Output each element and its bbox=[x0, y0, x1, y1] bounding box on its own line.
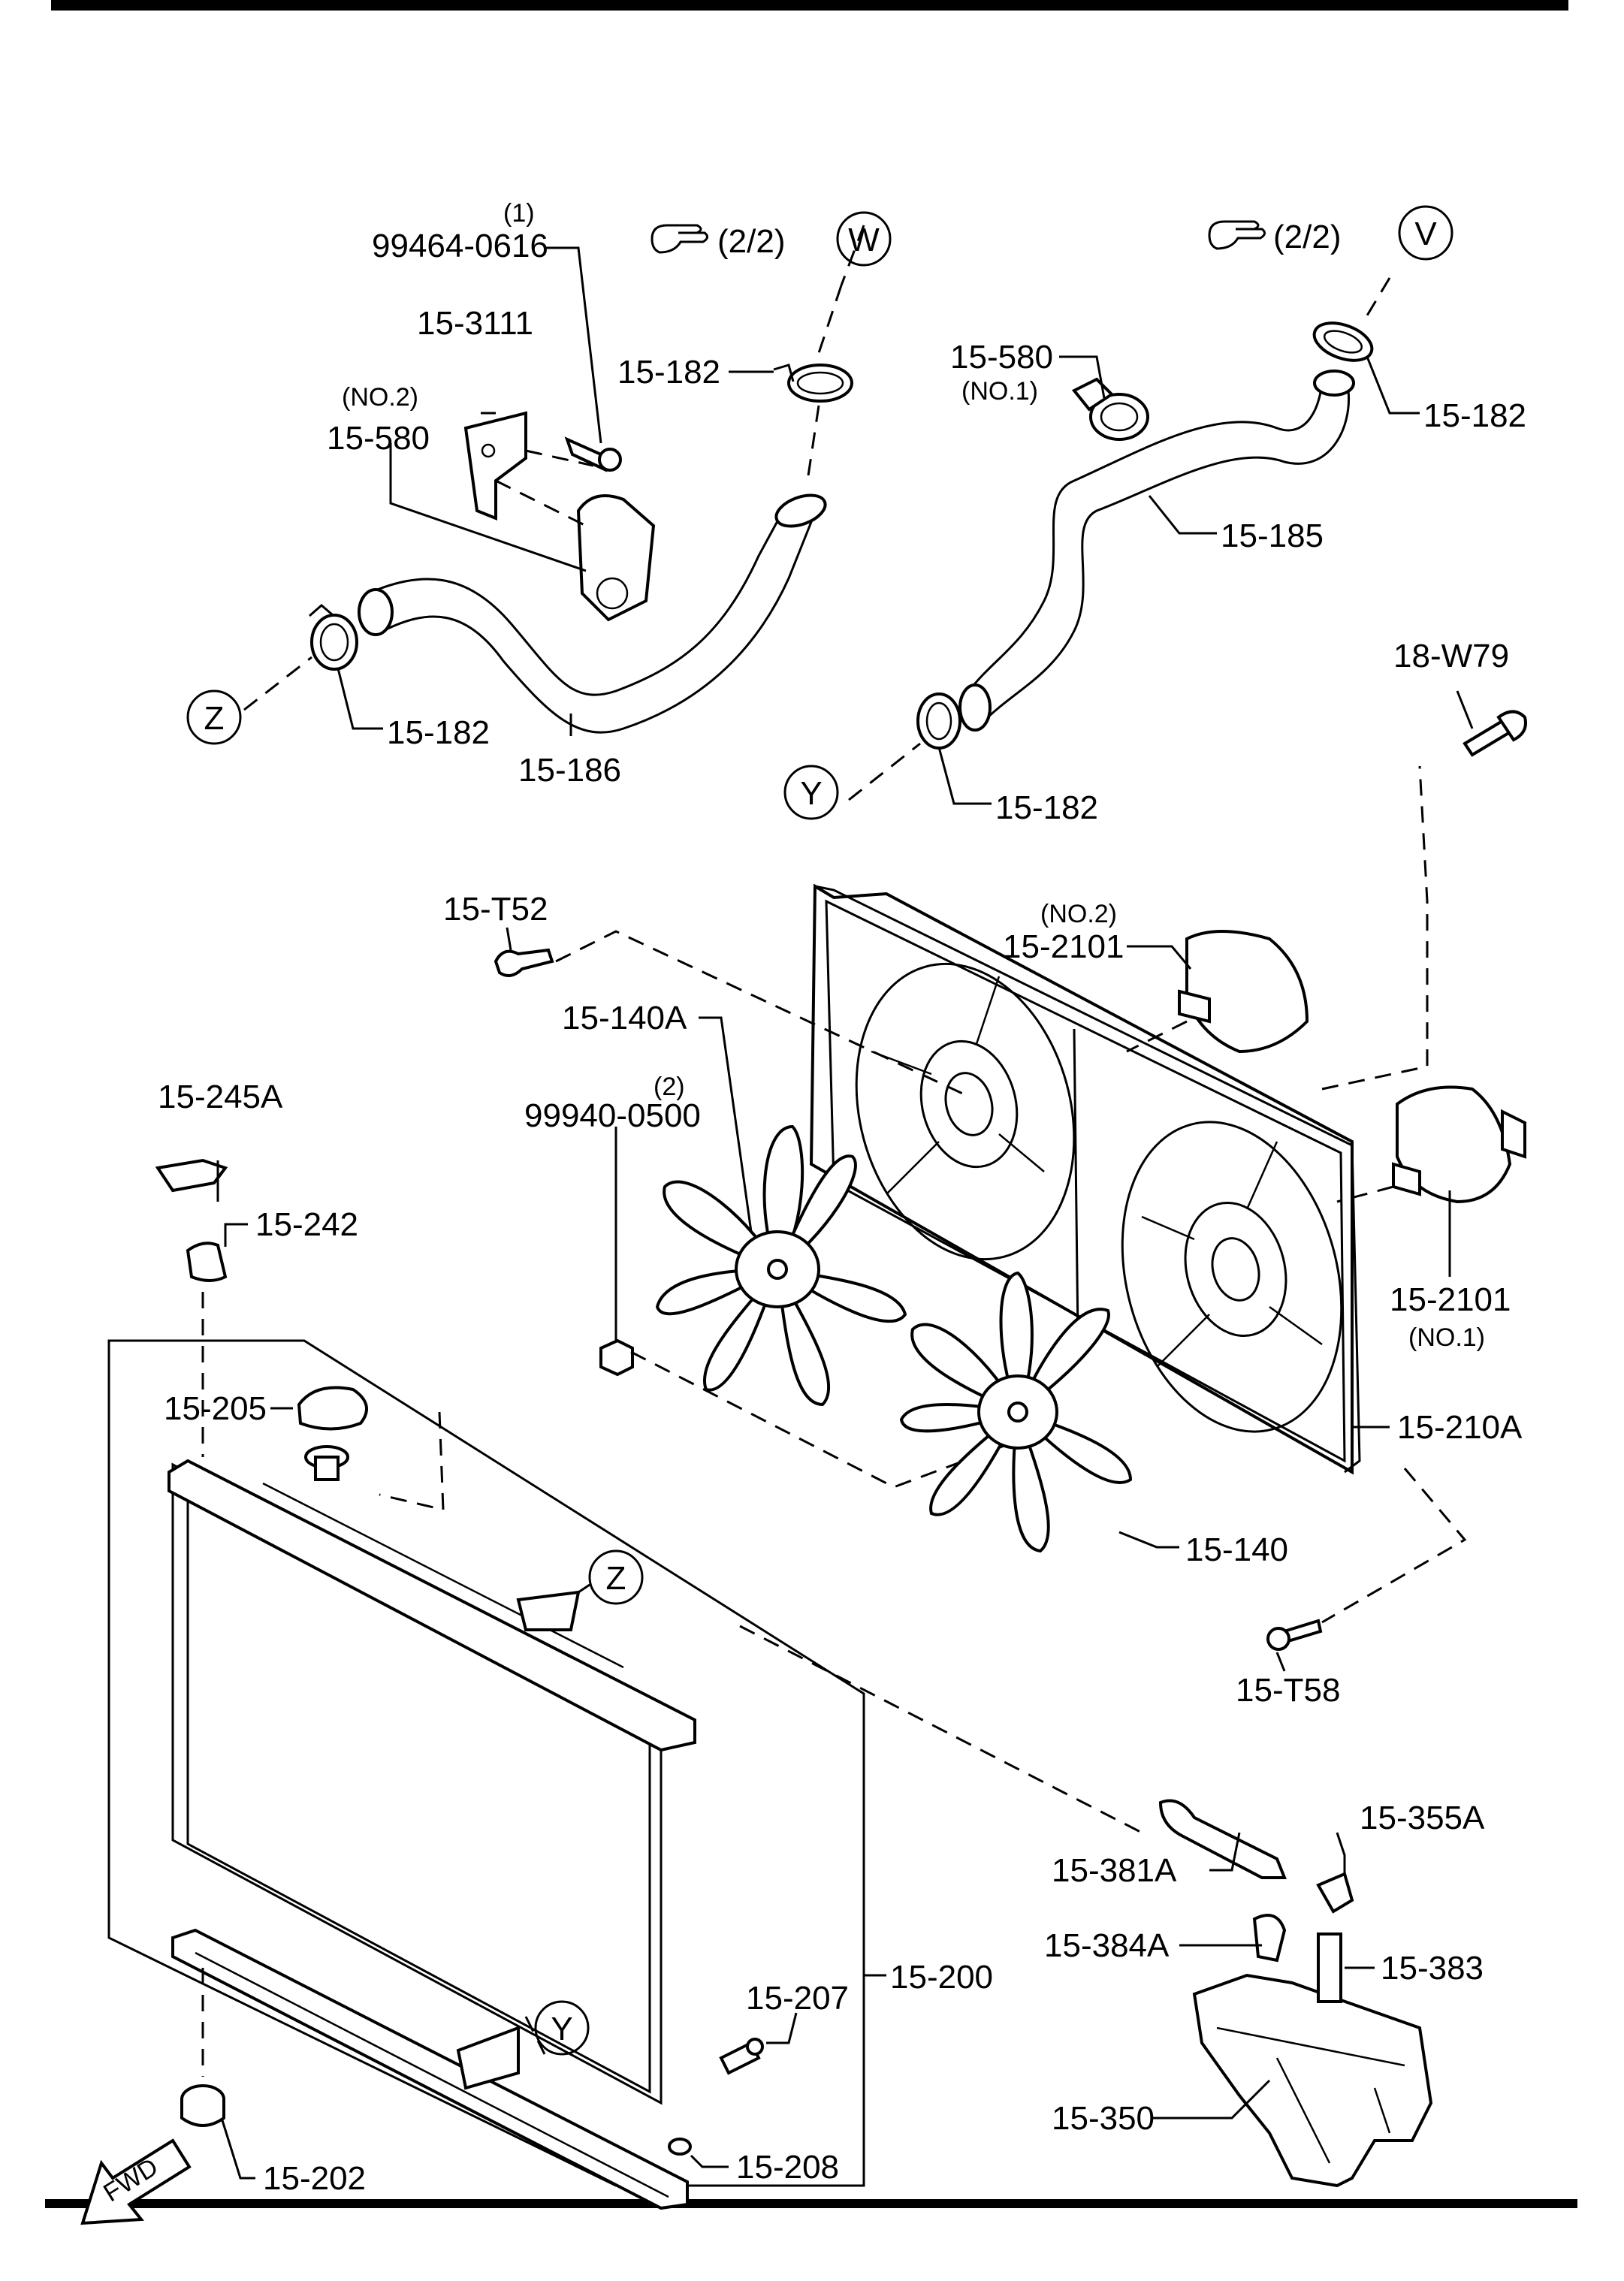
label-15-242: 15-242 bbox=[255, 1206, 358, 1243]
label-99464-0616: 99464-0616 bbox=[372, 228, 548, 264]
label-15-384a: 15-384A bbox=[1044, 1927, 1170, 1964]
label-15-182-v: 15-182 bbox=[1423, 397, 1526, 434]
label-15-208: 15-208 bbox=[736, 2149, 839, 2186]
callout-y-radiator: Y bbox=[534, 2000, 590, 2056]
callout-z-top: Z bbox=[186, 689, 242, 745]
callout-z-letter: Z bbox=[204, 700, 225, 737]
label-15-3111: 15-3111 bbox=[417, 305, 533, 342]
fan-blades bbox=[655, 1124, 1133, 1553]
pointing-hand-icon bbox=[651, 224, 708, 254]
label-18-w79: 18-W79 bbox=[1393, 638, 1509, 674]
fan-15-140a bbox=[655, 1124, 907, 1407]
fwd-arrow-icon: FWD bbox=[80, 2138, 192, 2225]
label-15-t58: 15-T58 bbox=[1236, 1672, 1340, 1709]
ref-text-w: (2/2) bbox=[717, 223, 785, 260]
label-15-350: 15-350 bbox=[1052, 2100, 1155, 2137]
pointing-hand-icon bbox=[1208, 220, 1266, 250]
fan-shroud-group bbox=[494, 710, 1527, 1651]
callout-v: V bbox=[1398, 205, 1453, 261]
label-99940-0500: 99940-0500 bbox=[524, 1097, 701, 1134]
label-15-381a: 15-381A bbox=[1052, 1852, 1177, 1889]
reservoir-assembly bbox=[1158, 1799, 1433, 2188]
label-15-205: 15-205 bbox=[164, 1390, 267, 1427]
label-15-140: 15-140 bbox=[1185, 1531, 1288, 1568]
label-15-182-w: 15-182 bbox=[617, 354, 720, 391]
label-15-2101-no1: 15-2101 bbox=[1390, 1281, 1511, 1318]
label-15-2101-no2: 15-2101 bbox=[1003, 928, 1124, 965]
callout-w: W bbox=[836, 211, 892, 267]
label-15-186: 15-186 bbox=[518, 752, 621, 789]
callout-w-letter: W bbox=[848, 222, 880, 258]
label-15-182-z: 15-182 bbox=[387, 714, 490, 751]
callout-y-radiator-letter: Y bbox=[551, 2011, 572, 2047]
label-15-383: 15-383 bbox=[1381, 1950, 1484, 1987]
label-15-580-no1: 15-580 bbox=[950, 339, 1053, 376]
leader-lines bbox=[216, 246, 1474, 2180]
label-15-t52: 15-T52 bbox=[443, 891, 548, 928]
top-border-bar bbox=[51, 0, 1568, 11]
label-qty-1: (1) bbox=[503, 199, 535, 228]
label-15-245a: 15-245A bbox=[158, 1079, 283, 1115]
label-no2-a: (NO.2) bbox=[342, 383, 418, 412]
label-15-355a: 15-355A bbox=[1360, 1800, 1485, 1836]
label-qty-2: (2) bbox=[654, 1073, 685, 1101]
callout-z-radiator-letter: Z bbox=[606, 1560, 626, 1597]
label-15-207: 15-207 bbox=[746, 1980, 849, 2017]
label-no1-a: (NO.1) bbox=[961, 377, 1038, 406]
callout-z-radiator: Z bbox=[578, 1549, 644, 1605]
radiator-assembly bbox=[107, 1158, 1143, 2210]
label-no1-b: (NO.1) bbox=[1408, 1323, 1485, 1352]
ref-text-v: (2/2) bbox=[1273, 219, 1341, 255]
label-no2-b: (NO.2) bbox=[1040, 900, 1117, 928]
label-15-200: 15-200 bbox=[890, 1959, 993, 1996]
label-15-140a: 15-140A bbox=[562, 1000, 687, 1036]
callout-v-letter: V bbox=[1414, 216, 1437, 252]
part-labels: (1) 99464-0616 15-3111 (NO.2) 15-580 15-… bbox=[158, 199, 1526, 2197]
callout-y-top: Y bbox=[783, 765, 839, 820]
callout-y-letter: Y bbox=[800, 775, 822, 812]
label-15-210a: 15-210A bbox=[1397, 1409, 1523, 1446]
label-15-182-y: 15-182 bbox=[995, 789, 1098, 826]
upper-hose-group bbox=[848, 277, 1391, 801]
lower-hose-group bbox=[243, 225, 865, 734]
label-15-202: 15-202 bbox=[263, 2160, 366, 2197]
label-15-580-no2: 15-580 bbox=[327, 420, 430, 457]
fan-15-140 bbox=[899, 1271, 1133, 1553]
bottom-border-bar bbox=[45, 2199, 1577, 2208]
label-15-185: 15-185 bbox=[1221, 517, 1324, 554]
